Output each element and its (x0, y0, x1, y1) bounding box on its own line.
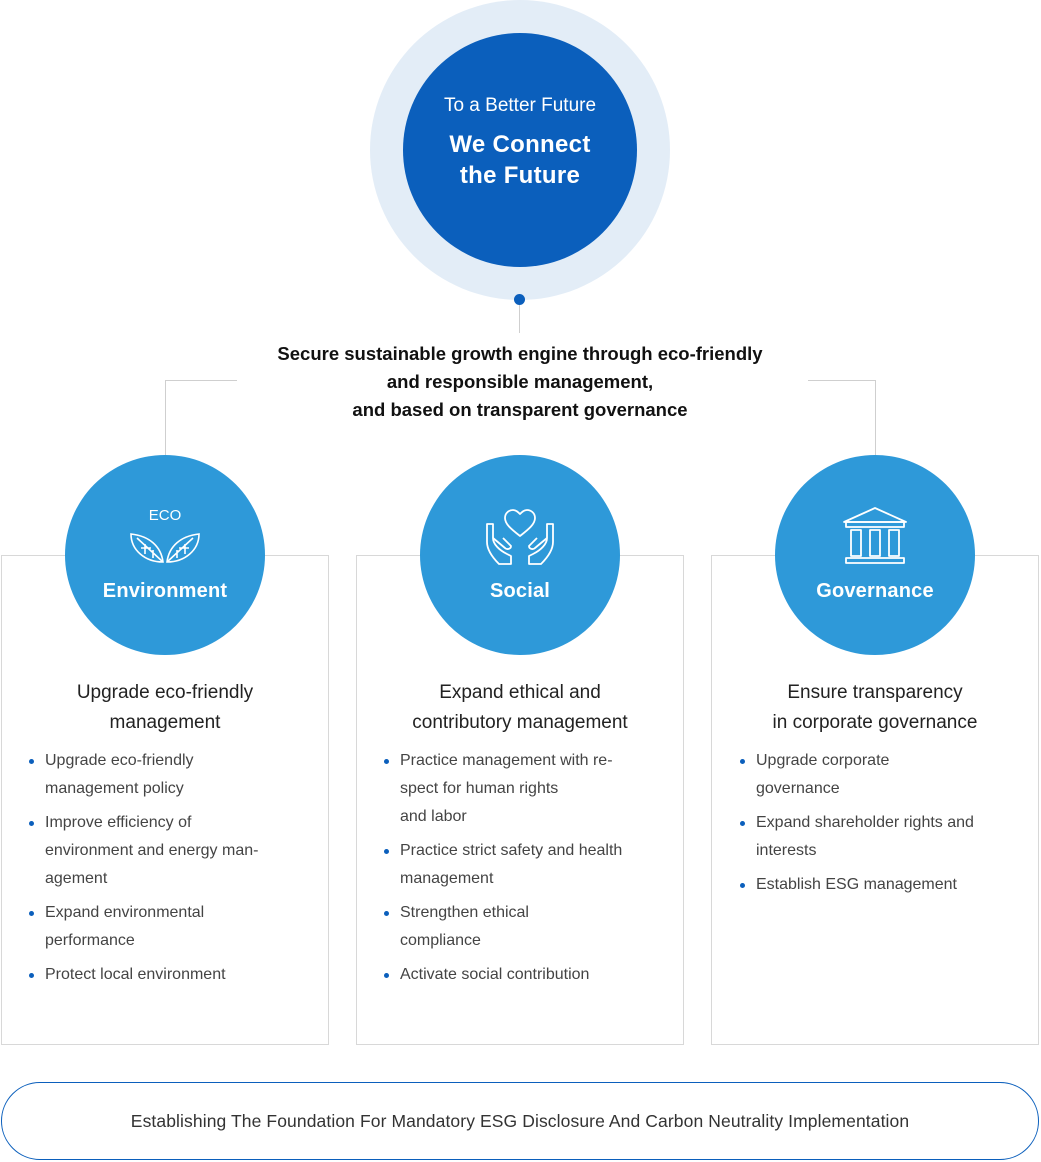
mission-line-2: and responsible management, (386, 371, 654, 392)
list-item: Protect local environment (29, 961, 319, 989)
hero-circle: To a Better Future We Connect the Future (403, 33, 637, 267)
footer-banner: Establishing The Foundation For Mandator… (1, 1082, 1039, 1160)
environment-circle: ECO Environment (65, 455, 265, 655)
social-title: Expand ethical and contributory manageme… (356, 678, 684, 738)
mission-line-3: and based on transparent governance (352, 399, 688, 420)
environment-title-line-1: Upgrade eco-friendly (76, 682, 254, 703)
social-list: Practice management with re-spect for hu… (384, 747, 674, 995)
social-label: Social (489, 579, 551, 602)
governance-title: Ensure transparency in corporate governa… (711, 678, 1039, 738)
connector-dot (514, 294, 525, 305)
governance-label: Governance (816, 579, 934, 602)
footer-text: Establishing The Foundation For Mandator… (130, 1110, 910, 1131)
list-item: Establish ESG management (740, 871, 1030, 899)
list-item: Activate social contribution (384, 961, 674, 989)
connector-line-center (519, 305, 520, 333)
connector-line-left-drop (165, 380, 166, 456)
governance-title-line-1: Ensure transparency (787, 682, 963, 703)
governance-title-line-2: in corporate governance (772, 712, 978, 733)
mission-statement: Secure sustainable growth engine through… (200, 340, 840, 424)
social-title-line-1: Expand ethical and (439, 682, 601, 703)
svg-text:ECO: ECO (149, 507, 182, 524)
connector-line-right-drop (875, 380, 876, 456)
hero-title: We Connect the Future (449, 129, 590, 191)
environment-title-line-2: management (109, 712, 221, 733)
social-circle: Social (420, 455, 620, 655)
hero-title-line-2: the Future (459, 162, 581, 189)
eco-leaves-icon: ECO (127, 504, 203, 566)
hero-subtitle: To a Better Future (443, 95, 597, 116)
mission-line-1: Secure sustainable growth engine through… (277, 343, 763, 364)
list-item: Practice management with re-spect for hu… (384, 747, 674, 831)
connector-line-right (808, 380, 875, 381)
environment-label: Environment (102, 579, 228, 602)
heart-hands-icon (485, 504, 555, 566)
social-title-line-2: contributory management (412, 712, 628, 733)
connector-line-left (165, 380, 237, 381)
environment-title: Upgrade eco-friendly management (1, 678, 329, 738)
institution-building-icon (842, 504, 908, 566)
governance-circle: Governance (775, 455, 975, 655)
hero-title-line-1: We Connect (449, 131, 591, 158)
